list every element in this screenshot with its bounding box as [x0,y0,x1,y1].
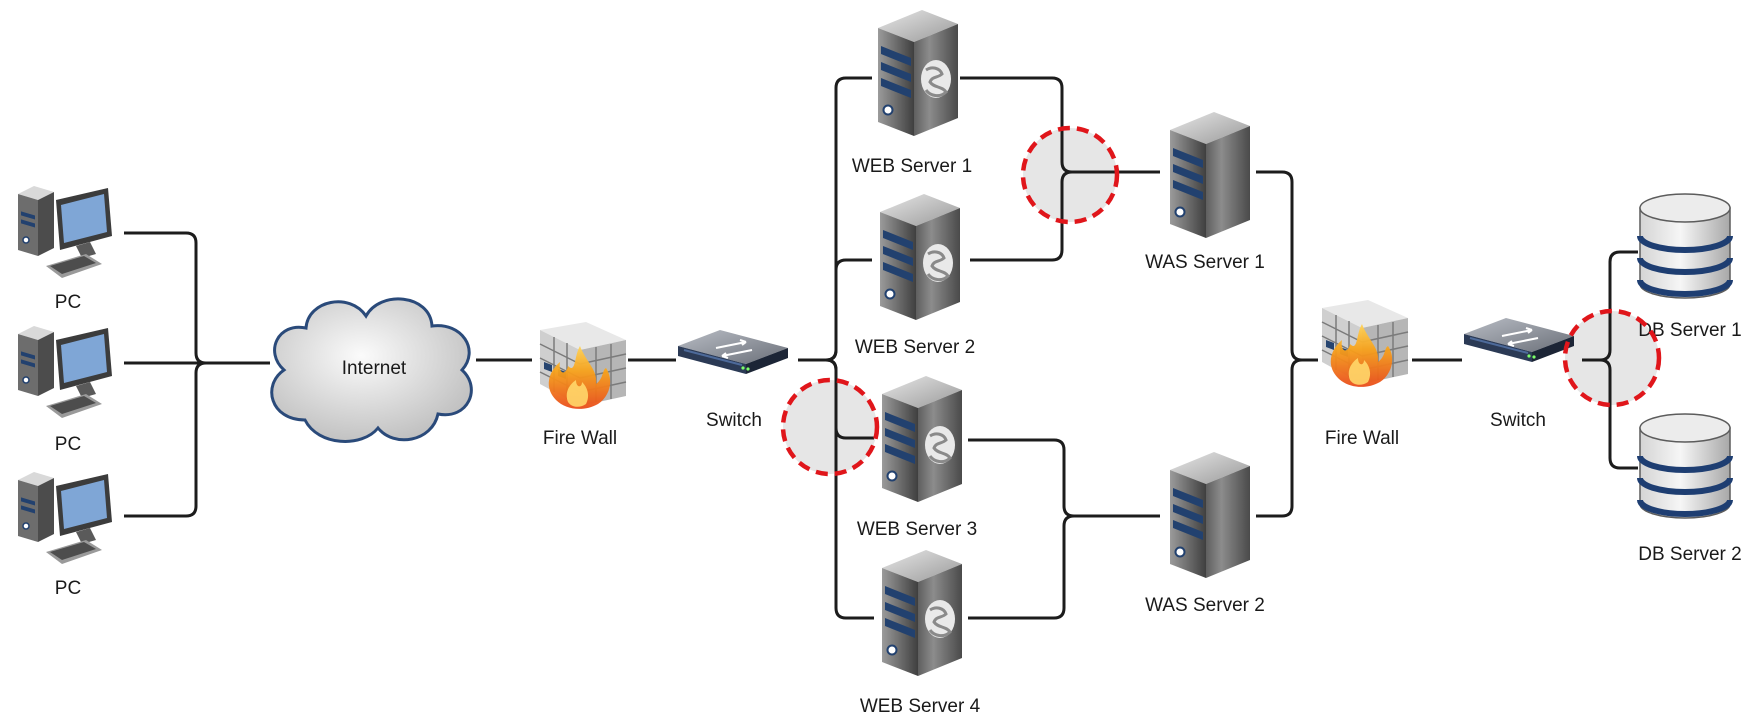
db-server-node-1[interactable]: DB Server 1 [1638,194,1742,341]
pc-node-1[interactable]: PC [17,185,113,313]
pc-node-3[interactable]: PC [17,471,113,599]
link-web2-was1 [970,170,1073,262]
web-server-node-3[interactable]: WEB Server 3 [857,374,977,540]
was-server-label-1: WAS Server 1 [1145,252,1265,273]
highlight-db-fill [1565,311,1659,405]
link-pc3-internet [124,361,207,518]
highlight-rings [780,125,1662,477]
web-server-label-1: WEB Server 1 [852,156,972,177]
connections [124,76,1638,620]
firewall-label-2: Fire Wall [1325,428,1399,449]
was-server-node-2[interactable]: WAS Server 2 [1145,451,1265,616]
highlight-ring-web3 [780,377,880,477]
firewall-label-1: Fire Wall [543,428,617,449]
switch-node-1[interactable]: Switch [677,329,789,431]
was-server-icon [1169,451,1251,579]
switch-label-2: Switch [1490,410,1546,431]
was-server-icon [1169,111,1251,239]
pc-icon [17,471,113,565]
web-server-label-2: WEB Server 2 [855,337,975,358]
internet-label: Internet [342,358,407,379]
was-server-node-1[interactable]: WAS Server 1 [1145,111,1265,273]
firewall-node-2[interactable]: Fire Wall [1321,299,1409,449]
web-server-icon [880,548,964,678]
pc-icon [17,185,113,279]
firewall-node-1[interactable]: Fire Wall [539,321,627,449]
switch-icon [677,329,789,375]
highlight-ring-was1 [1020,125,1120,225]
database-icon [1640,194,1730,298]
link-switch-web4 [825,358,874,620]
web-server-icon [878,192,962,322]
firewall-icon [539,321,627,410]
web-server-icon [880,374,964,504]
highlight-was1-fill [1023,128,1117,222]
db-server-node-2[interactable]: DB Server 2 [1638,414,1742,565]
web-server-label-3: WEB Server 3 [857,519,977,540]
link-web3-was2 [968,438,1160,518]
highlight-fills [783,128,1659,474]
internet-node[interactable]: Internet [270,297,473,443]
pc-node-2[interactable]: PC [17,325,113,455]
pc-icon [17,325,113,419]
switch-node-2[interactable]: Switch [1463,317,1575,431]
switch-icon [1463,317,1575,363]
link-was1-firewall2 [1256,170,1318,362]
web-server-node-1[interactable]: WEB Server 1 [852,8,972,177]
link-pc1-internet [124,231,270,365]
firewall-icon [1321,299,1409,388]
web-server-icon [876,8,960,138]
link-switch2-db2 [1599,358,1638,470]
link-was2-firewall2 [1256,358,1303,518]
link-web4-was2 [968,514,1075,620]
pc-label-3: PC [55,578,81,599]
highlight-ring-db [1562,308,1662,408]
web-server-label-4: WEB Server 4 [860,696,981,717]
db-server-label-1: DB Server 1 [1638,320,1741,341]
highlight-web3-fill [783,380,877,474]
was-server-label-2: WAS Server 2 [1145,595,1265,616]
pc-label-2: PC [55,434,81,455]
web-server-node-2[interactable]: WEB Server 2 [855,192,975,358]
database-icon [1640,414,1730,518]
web-server-node-4[interactable]: WEB Server 4 [860,548,981,717]
link-switch-web2 [825,258,872,362]
db-server-label-2: DB Server 2 [1638,544,1741,565]
pc-label-1: PC [55,292,81,313]
switch-label-1: Switch [706,410,762,431]
cloud-icon [270,297,473,443]
